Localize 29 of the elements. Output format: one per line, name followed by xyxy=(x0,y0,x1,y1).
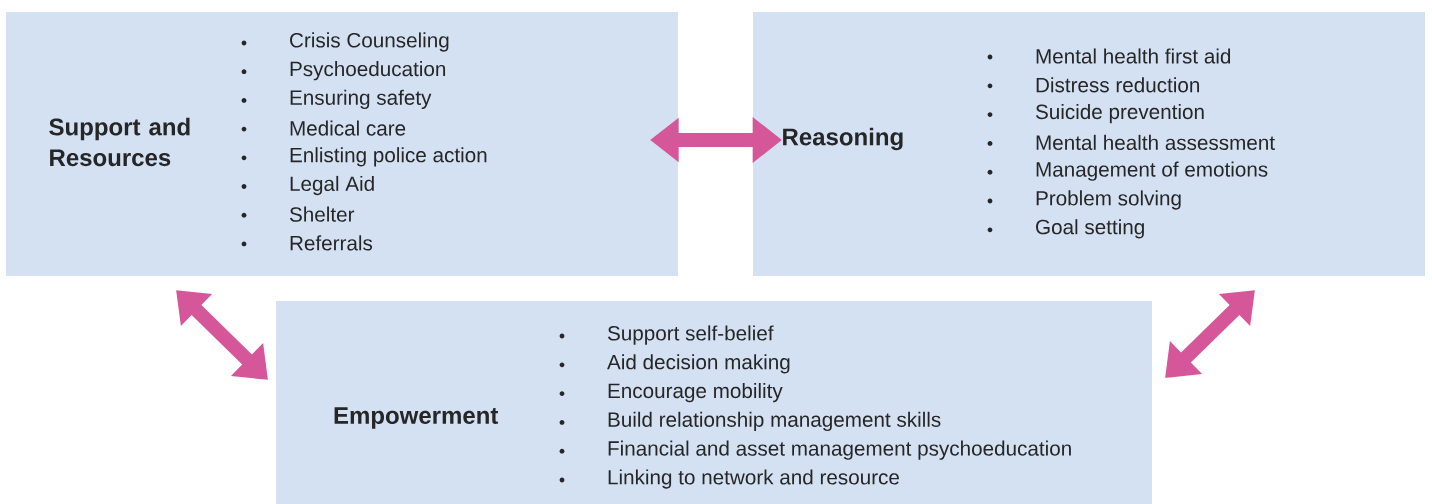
list-item: Distress reduction xyxy=(1036,77,1199,93)
list-item: Encourage mobility xyxy=(608,383,783,403)
content-box xyxy=(6,12,678,276)
double-arrow xyxy=(1165,290,1255,378)
list-item: Psychoeducation xyxy=(290,61,446,81)
list-item: Support self-belief xyxy=(607,325,774,345)
list-item: Ensuring safety xyxy=(290,89,432,110)
heading: Reasoning xyxy=(783,127,903,151)
list-item: Enlisting police action xyxy=(290,147,487,167)
list-item: Linking to network and resource xyxy=(608,469,899,489)
list-item: Referrals xyxy=(290,235,373,251)
double-arrow xyxy=(176,290,268,380)
content-box xyxy=(753,12,1425,276)
list-item: Goal setting xyxy=(1036,219,1144,239)
list-item: Medical care xyxy=(290,120,406,136)
list-item: Crisis Counseling xyxy=(290,32,449,52)
list-item: Management of emotions xyxy=(1036,161,1268,181)
heading: Support and Resources xyxy=(49,117,190,167)
list-item: Build relationship management skills xyxy=(608,411,941,432)
list-item: Mental health first aid xyxy=(1036,48,1231,64)
list-item: Shelter xyxy=(289,206,355,222)
content-box xyxy=(276,301,1152,504)
list-item: Problem solving xyxy=(1036,190,1181,210)
list-item: Aid decision making xyxy=(607,354,790,374)
list-item: Suicide prevention xyxy=(1035,103,1204,124)
list-item: Mental health assessment xyxy=(1036,134,1275,150)
list-item: Financial and asset management psychoeducation xyxy=(608,440,1071,460)
heading: Empowerment xyxy=(334,407,499,429)
list-item: Legal Aid xyxy=(290,175,374,196)
